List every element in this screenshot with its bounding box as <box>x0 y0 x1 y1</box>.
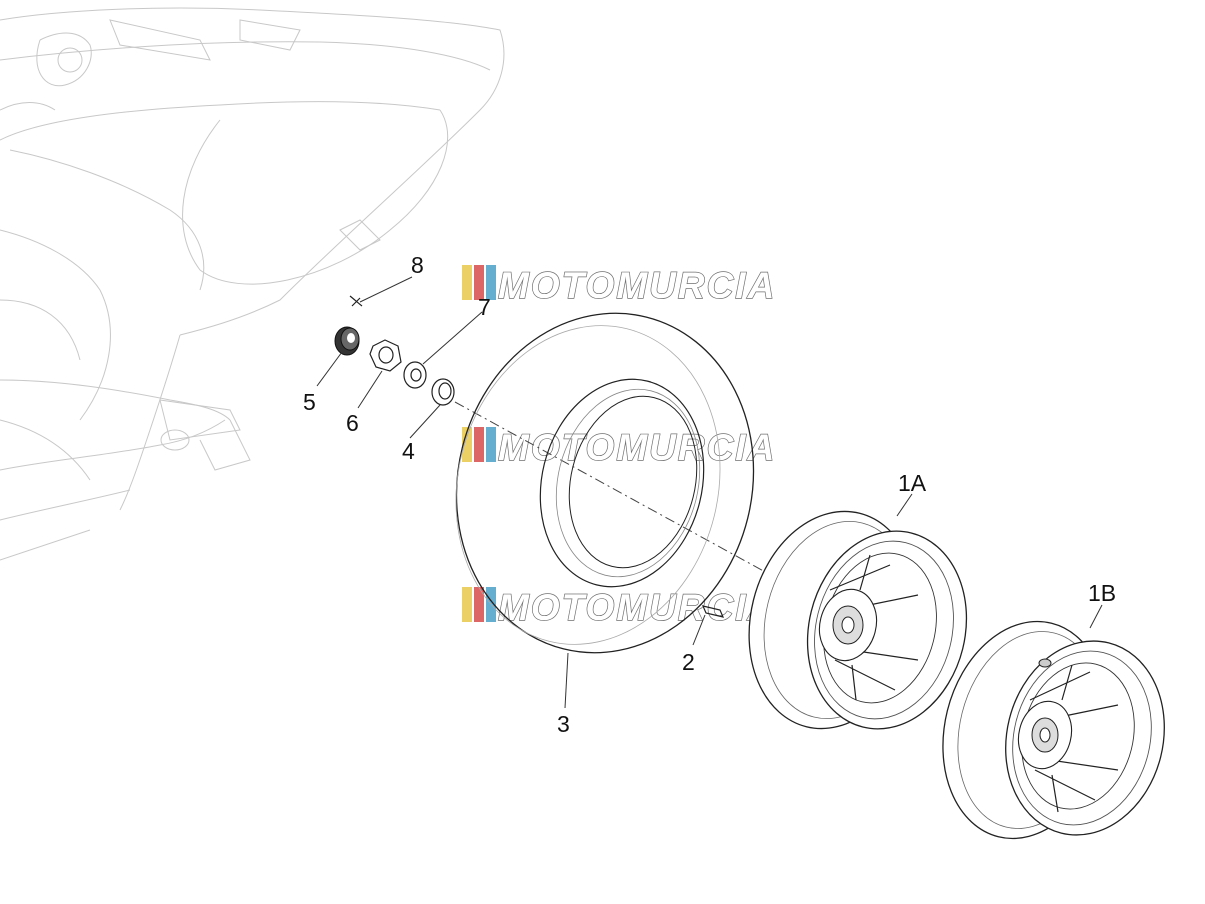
label-7: 7 <box>478 294 491 320</box>
watermark-text: MOTOMURCIA <box>498 427 776 468</box>
leader-4 <box>409 404 441 439</box>
wheel-rim-part-1B <box>942 620 1165 840</box>
bushing-part-4 <box>431 378 455 406</box>
label-2: 2 <box>682 649 695 675</box>
watermark-text: MOTOMURCIA <box>498 587 776 628</box>
watermark-text: MOTOMURCIA <box>498 265 776 306</box>
valve-part-2 <box>701 605 725 618</box>
scooter-body-outline <box>0 7 505 561</box>
watermark-top: MOTOMURCIA <box>462 264 776 307</box>
leader-6 <box>357 370 383 409</box>
leader-1A <box>896 493 913 517</box>
watermark-bottom: MOTOMURCIA <box>462 586 776 629</box>
label-5: 5 <box>303 389 316 415</box>
watermark-middle: MOTOMURCIA <box>462 426 776 469</box>
label-6: 6 <box>346 410 359 436</box>
label-8: 8 <box>411 252 424 278</box>
assembly-axis-line <box>454 401 781 581</box>
leader-1B <box>1089 604 1103 629</box>
label-4: 4 <box>402 438 415 464</box>
washer-part-7 <box>403 361 427 389</box>
wheel-rim-part-1A <box>748 510 968 730</box>
leader-3 <box>564 652 569 709</box>
leader-8 <box>359 276 413 303</box>
leader-5 <box>316 351 343 387</box>
castle-nut-part-5 <box>334 326 360 356</box>
hex-nut-part-6 <box>369 339 402 372</box>
leader-2 <box>692 614 706 646</box>
label-3: 3 <box>557 711 570 737</box>
split-pin-part-8 <box>349 295 363 307</box>
label-1B: 1B <box>1088 580 1116 606</box>
leader-7 <box>422 311 483 365</box>
tyre-part-3 <box>455 312 755 654</box>
label-1A: 1A <box>898 470 927 496</box>
